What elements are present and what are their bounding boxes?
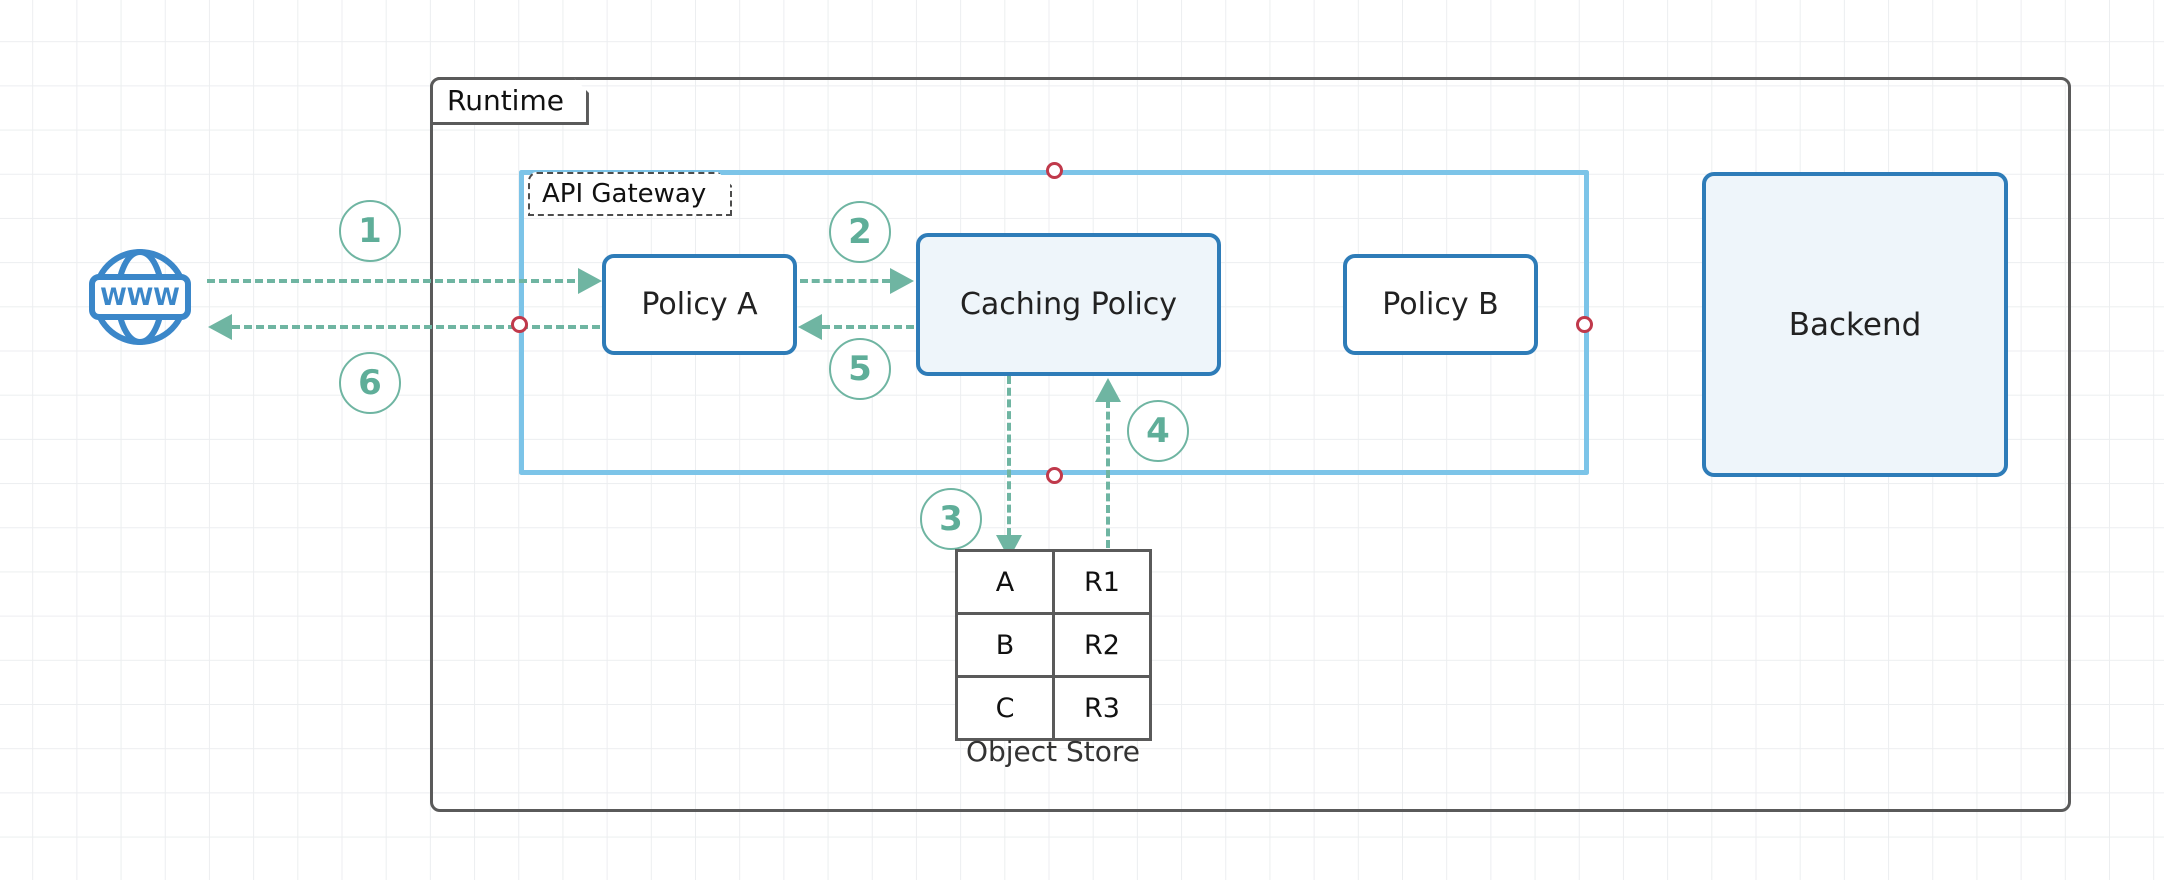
step-badge-5-number: 5 — [848, 349, 872, 389]
runtime-label-tab: Runtime — [430, 77, 589, 125]
step-badge-2: 2 — [829, 201, 891, 263]
flow-6-arrowhead — [208, 314, 232, 340]
step-badge-5: 5 — [829, 338, 891, 400]
flow-2-line — [800, 279, 890, 283]
anchor-gateway-right[interactable] — [1576, 316, 1593, 333]
node-policy-a[interactable]: Policy A — [602, 254, 797, 355]
step-badge-4-number: 4 — [1146, 411, 1170, 451]
api-gateway-label: API Gateway — [542, 179, 707, 209]
node-backend[interactable]: Backend — [1702, 172, 2008, 477]
node-backend-label: Backend — [1788, 306, 1922, 343]
flow-5-arrowhead — [798, 314, 822, 340]
node-policy-b[interactable]: Policy B — [1343, 254, 1538, 355]
flow-4-arrowhead — [1095, 378, 1121, 402]
runtime-label: Runtime — [447, 84, 564, 117]
node-caching-policy-label: Caching Policy — [959, 287, 1178, 322]
object-store-key-cell: C — [955, 675, 1055, 741]
object-store-key-cell: B — [955, 612, 1055, 678]
object-store-value-cell: R3 — [1052, 675, 1152, 741]
node-policy-a-label: Policy A — [641, 287, 758, 322]
object-store-value-cell: R2 — [1052, 612, 1152, 678]
anchor-gateway-top[interactable] — [1046, 162, 1063, 179]
flow-5-line — [822, 325, 914, 329]
flow-6-line — [232, 325, 600, 329]
step-badge-3-number: 3 — [939, 499, 963, 539]
step-badge-3: 3 — [920, 488, 982, 550]
client-www-text: WWW — [100, 283, 179, 311]
runtime-container — [430, 77, 2071, 812]
flow-3-line — [1007, 376, 1011, 536]
step-badge-4: 4 — [1127, 400, 1189, 462]
object-store-label: Object Store — [965, 735, 1141, 768]
step-badge-1-number: 1 — [358, 211, 382, 251]
step-badge-2-number: 2 — [848, 212, 872, 252]
client-www-node[interactable]: WWW — [70, 245, 210, 350]
object-store-value-cell: R1 — [1052, 549, 1152, 615]
step-badge-1: 1 — [339, 200, 401, 262]
flow-2-arrowhead — [890, 268, 914, 294]
node-caching-policy[interactable]: Caching Policy — [916, 233, 1221, 376]
flow-1-arrowhead — [578, 268, 602, 294]
object-store-key-cell: A — [955, 549, 1055, 615]
globe-www-icon: WWW — [89, 249, 191, 345]
flow-1-line — [207, 279, 587, 283]
flow-4-line — [1106, 400, 1110, 548]
anchor-gateway-left[interactable] — [511, 316, 528, 333]
anchor-gateway-bottom[interactable] — [1046, 467, 1063, 484]
step-badge-6-number: 6 — [358, 363, 382, 403]
api-gateway-label-tab: API Gateway — [528, 172, 732, 216]
step-badge-6: 6 — [339, 352, 401, 414]
node-policy-b-label: Policy B — [1382, 287, 1499, 322]
